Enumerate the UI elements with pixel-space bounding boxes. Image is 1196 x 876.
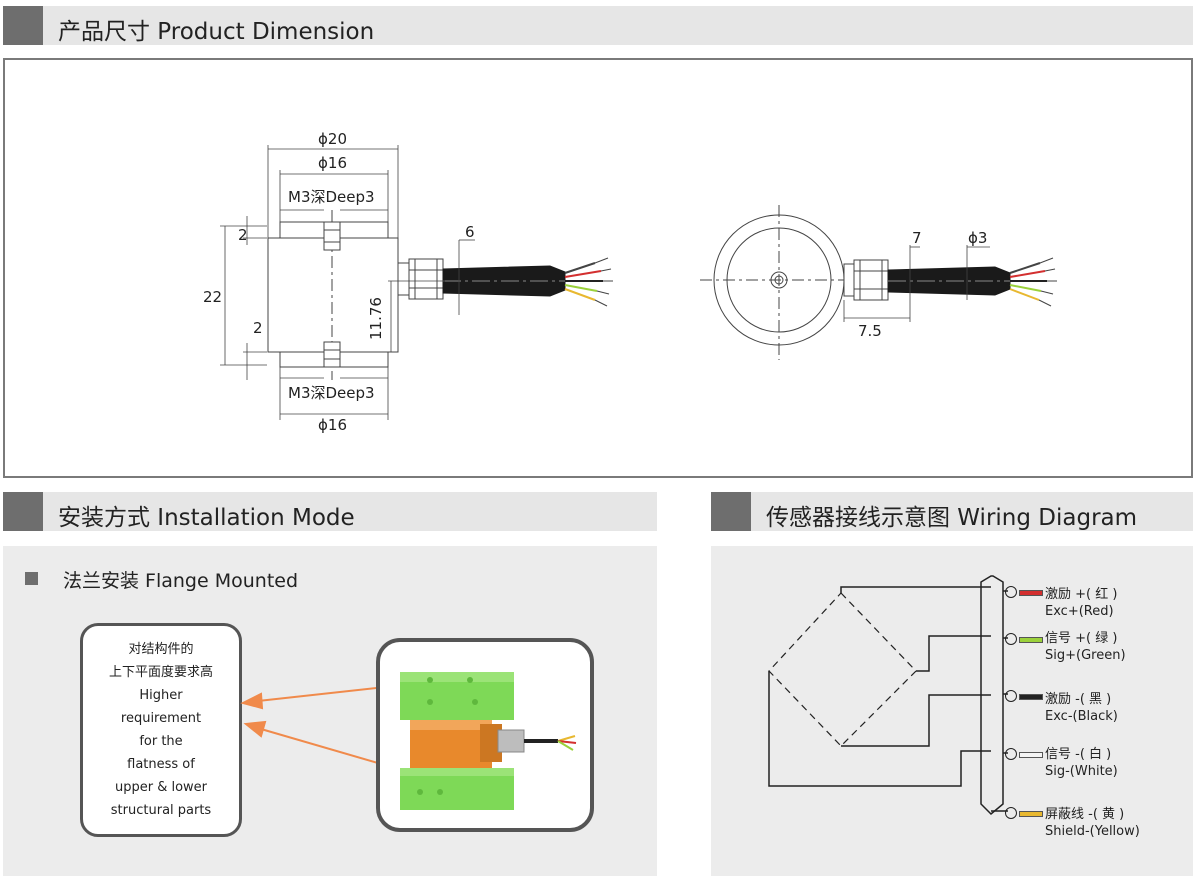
bridge	[768, 592, 917, 747]
dim-6: 6	[465, 223, 475, 241]
terminal-icon	[1005, 807, 1017, 819]
dim-m3-bottom: M3深Deep3	[288, 384, 375, 402]
callout-line: flatness of	[127, 757, 195, 772]
wire-en-label: Sig-(White)	[1045, 764, 1118, 779]
section-marker	[711, 492, 751, 531]
dim-7-5: 7.5	[858, 322, 882, 340]
dim-11-76: 11.76	[367, 297, 385, 340]
callout-line: Higher	[139, 688, 183, 703]
wire-en-label: Sig+(Green)	[1045, 648, 1126, 663]
connections	[768, 575, 1008, 816]
dim-d16-bottom: ϕ16	[318, 416, 347, 434]
section-header-installation: 安装方式 Installation Mode	[3, 492, 657, 531]
installation-photo-frame	[376, 638, 594, 832]
dim-d16-top: ϕ16	[318, 154, 347, 172]
terminal-icon	[1005, 748, 1017, 760]
wire-cn-label: 信号 -( 白 )	[1045, 747, 1112, 762]
wire-en-label: Shield-(Yellow)	[1045, 824, 1140, 839]
wire-stub	[1019, 752, 1043, 758]
wire-exc-plus: 激励 +( 红 ) Exc+(Red)	[1003, 583, 1193, 623]
top-view-dimensions	[843, 245, 990, 322]
wire-stub	[1019, 694, 1043, 700]
dim-7: 7	[912, 229, 922, 247]
section-header-wiring: 传感器接线示意图 Wiring Diagram	[711, 492, 1193, 531]
wire-stub	[1019, 811, 1043, 817]
dim-m3-top: M3深Deep3	[288, 188, 375, 206]
side-view	[267, 210, 613, 380]
top-view	[700, 205, 1057, 360]
wire-stub	[1019, 637, 1043, 643]
installation-panel: 法兰安装 Flange Mounted 对结构件的 上下平面度要求高 Highe…	[3, 546, 657, 876]
wiring-diagram	[768, 575, 1008, 816]
dimension-drawing: ϕ20 ϕ16 M3深Deep3 2 22 2 11.76 M3深Deep3 ϕ…	[203, 130, 1057, 434]
section-header-dimension: 产品尺寸 Product Dimension	[3, 6, 1193, 45]
wire-stub	[1019, 590, 1043, 596]
arrows	[240, 685, 396, 769]
dim-2-bottom: 2	[253, 319, 263, 337]
terminal-icon	[1005, 586, 1017, 598]
section-marker	[3, 6, 43, 45]
wire-shield: 屏蔽线 -( 黄 ) Shield-(Yellow)	[1003, 804, 1193, 844]
wire-sig-minus: 信号 -( 白 ) Sig-(White)	[1003, 745, 1193, 785]
wire-cn-label: 屏蔽线 -( 黄 )	[1045, 807, 1125, 822]
requirement-callout: 对结构件的 上下平面度要求高 Higher requirement for th…	[80, 623, 242, 837]
terminal-icon	[1005, 690, 1017, 702]
callout-line: requirement	[120, 711, 202, 726]
wire-cn-label: 信号 +( 绿 )	[1045, 631, 1118, 646]
dim-2-top: 2	[238, 226, 248, 244]
wiring-panel: 激励 +( 红 ) Exc+(Red) 信号 +( 绿 ) Sig+(Green…	[711, 546, 1193, 876]
section-marker	[3, 492, 43, 531]
dimension-panel: ϕ20 ϕ16 M3深Deep3 2 22 2 11.76 M3深Deep3 ϕ…	[3, 58, 1193, 478]
installation-photo	[400, 672, 577, 810]
callout-line: structural parts	[110, 803, 212, 818]
section-title: 安装方式 Installation Mode	[58, 505, 355, 531]
mount-method-label: 法兰安装 Flange Mounted	[63, 570, 299, 592]
dim-22: 22	[203, 288, 222, 306]
wire-en-label: Exc-(Black)	[1045, 709, 1118, 724]
dim-d20: ϕ20	[318, 130, 347, 148]
wire-sig-plus: 信号 +( 绿 ) Sig+(Green)	[1003, 630, 1193, 670]
callout-line: upper & lower	[114, 780, 208, 795]
wire-cn-label: 激励 +( 红 )	[1045, 587, 1118, 602]
section-title: 传感器接线示意图 Wiring Diagram	[766, 505, 1138, 531]
wire-en-label: Exc+(Red)	[1045, 604, 1114, 619]
callout-line: for the	[139, 734, 183, 749]
section-title: 产品尺寸 Product Dimension	[58, 19, 375, 45]
callout-line: 上下平面度要求高	[108, 665, 213, 680]
terminal-icon	[1005, 633, 1017, 645]
side-view-dimensions	[220, 145, 475, 420]
dim-d3: ϕ3	[968, 229, 987, 247]
wire-exc-minus: 激励 -( 黑 ) Exc-(Black)	[1003, 687, 1193, 727]
wire-cn-label: 激励 -( 黑 )	[1045, 692, 1112, 707]
bullet-square	[25, 572, 38, 585]
callout-line: 对结构件的	[128, 642, 194, 657]
